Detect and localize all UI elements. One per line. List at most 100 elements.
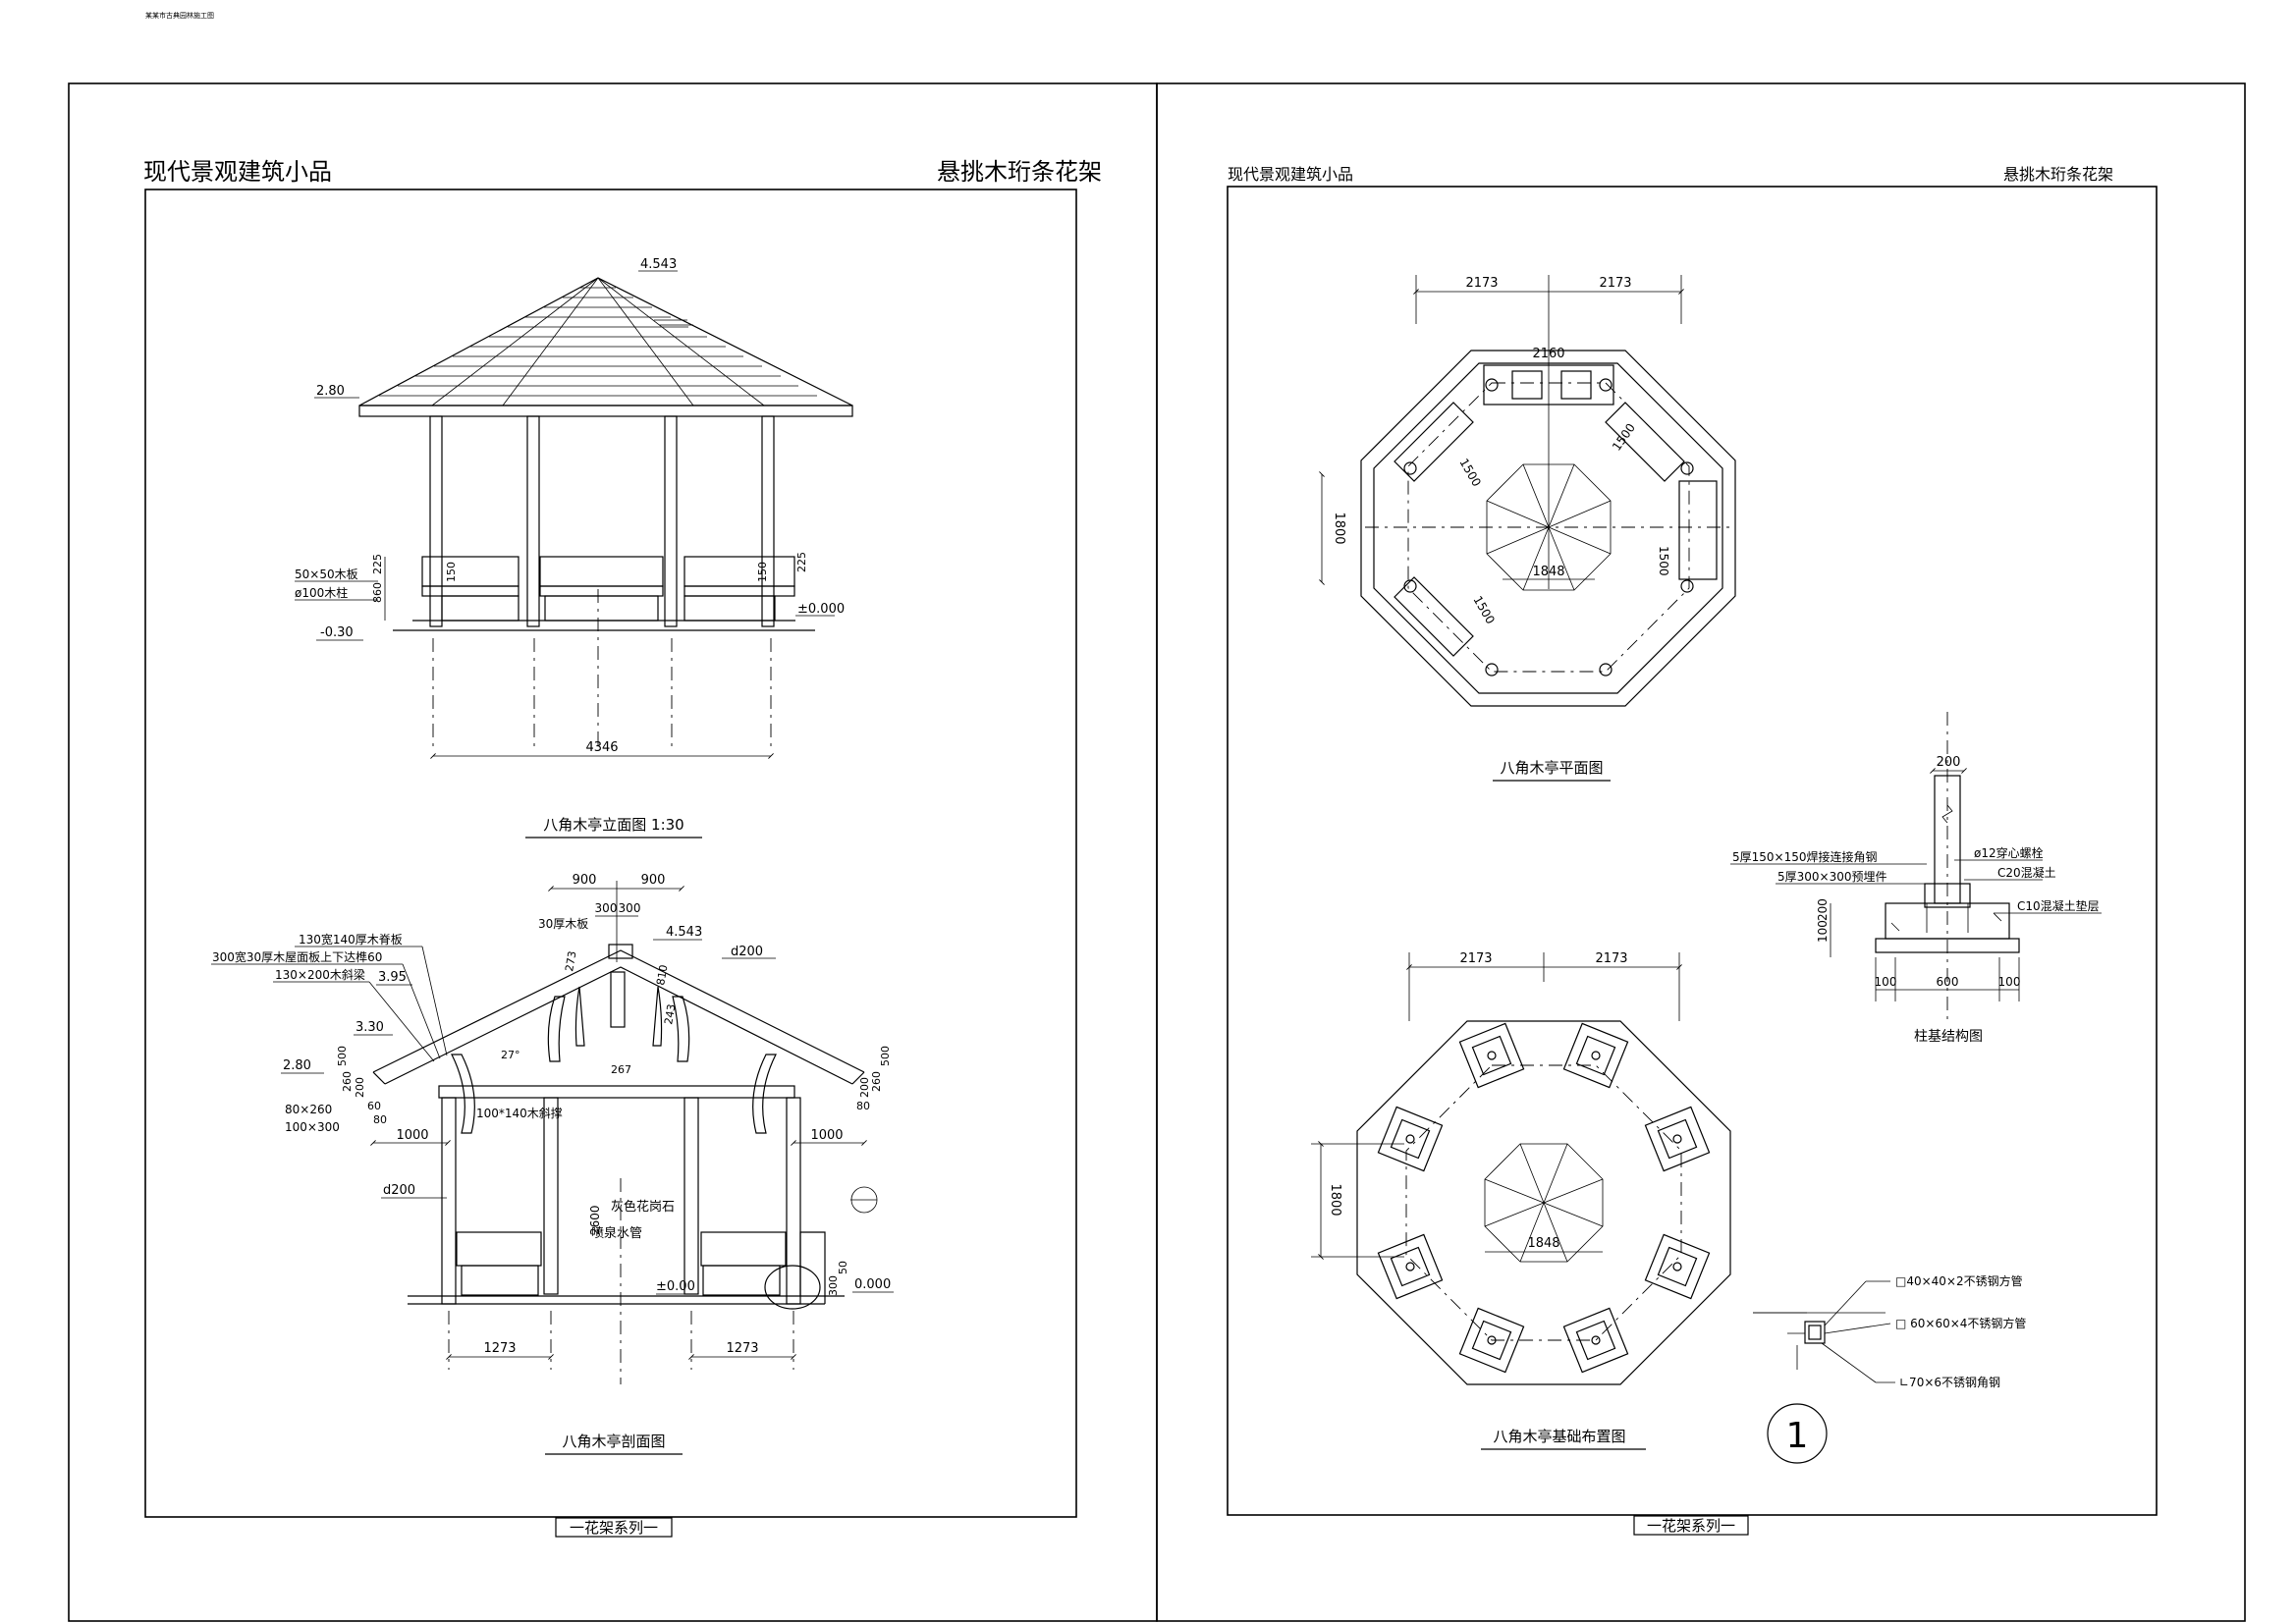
elevation-ground-level: ±0.000 bbox=[797, 602, 845, 617]
right-title: 现代景观建筑小品 bbox=[1228, 165, 1353, 184]
left-title: 现代景观建筑小品 bbox=[143, 158, 332, 186]
section-top-dim-left: 900 bbox=[573, 873, 597, 888]
footing-bottom-dim-2: 600 bbox=[1937, 975, 1959, 989]
section-marker-number: 1 bbox=[1786, 1416, 1809, 1456]
elevation-base-level: -0.30 bbox=[320, 625, 354, 640]
elevation-dim-right-1: 150 bbox=[756, 562, 769, 582]
footing-note-4: C20混凝土 bbox=[1997, 865, 2056, 880]
section-view: 900 900 300 300 bbox=[211, 873, 894, 1455]
right-outer-frame bbox=[1156, 82, 2246, 1622]
plan-top-dim-right: 2173 bbox=[1599, 276, 1631, 291]
section-side-dim-5: 80 bbox=[373, 1113, 387, 1126]
footing-left-dim-1: 100 bbox=[1816, 920, 1830, 943]
section-note-ridge: 130宽140厚木脊板 bbox=[299, 932, 403, 947]
plan-inner-octagon bbox=[1373, 362, 1723, 694]
left-sheet: 现代景观建筑小品 悬挑木珩条花架 一花架系列一 bbox=[143, 158, 1102, 1538]
steel-note-3: ∟70×6不锈钢角钢 bbox=[1899, 1376, 2000, 1389]
elevation-columns bbox=[429, 415, 775, 627]
elevation-benches bbox=[421, 556, 795, 622]
roof-hatching bbox=[379, 277, 817, 406]
footing-caption: 柱基结构图 bbox=[1914, 1028, 1983, 1045]
section-note-pipe: 喷泉水管 bbox=[591, 1225, 642, 1241]
plan-view: 2173 2173 bbox=[1319, 275, 1736, 782]
section-bottom-dim-left: 1273 bbox=[483, 1341, 516, 1356]
elevation-dim-left-3: 150 bbox=[445, 562, 458, 582]
plan-column-dots bbox=[1403, 378, 1694, 676]
foundation-dashed-ring bbox=[1405, 1064, 1682, 1341]
foundation-view: 2173 2173 bbox=[1311, 951, 1731, 1450]
section-side-dim-3: 200 bbox=[354, 1077, 366, 1098]
right-subtitle: 悬挑木珩条花架 bbox=[2003, 165, 2113, 184]
left-outer-frame bbox=[68, 82, 1158, 1622]
section-overhang-right: 1000 bbox=[810, 1128, 843, 1143]
section-note-stone: 灰色花岗石 bbox=[611, 1199, 675, 1215]
plan-center-dim: 1848 bbox=[1532, 565, 1564, 579]
plan-bench-length: 2160 bbox=[1532, 347, 1564, 361]
elevation-eave-level: 2.80 bbox=[316, 384, 345, 399]
elevation-note-board: 50×50木板 bbox=[295, 568, 358, 581]
right-inner-frame bbox=[1227, 186, 2158, 1516]
section-detail-circle bbox=[764, 1265, 821, 1310]
foundation-top-dim-right: 2173 bbox=[1595, 951, 1627, 966]
section-ground-level-right: 0.000 bbox=[854, 1277, 891, 1292]
plan-top-dim-left: 2173 bbox=[1465, 276, 1498, 291]
steel-note-1: □40×40×2不锈钢方管 bbox=[1895, 1273, 2023, 1288]
section-marker-circle bbox=[1767, 1403, 1828, 1464]
section-side-dim-8: 200 bbox=[858, 1077, 871, 1098]
elevation-width-dim: 4346 bbox=[585, 740, 618, 755]
section-note-roofboard: 300宽30厚木屋面板上下达榫60 bbox=[212, 949, 382, 964]
section-ridge-dim-left: 300 bbox=[595, 901, 618, 915]
section-bottom-dim-right: 1273 bbox=[726, 1341, 758, 1356]
section-level-395: 3.95 bbox=[378, 970, 407, 985]
foundation-column-dots bbox=[1405, 1051, 1682, 1345]
elevation-note-column: ø100木柱 bbox=[295, 585, 348, 600]
plan-caption: 八角木亭平面图 bbox=[1500, 759, 1603, 777]
section-small-dim-2: 810 bbox=[654, 964, 670, 987]
plan-benches bbox=[1394, 364, 1718, 657]
section-center-dim: 267 bbox=[611, 1063, 631, 1076]
steel-tube bbox=[1804, 1321, 1826, 1344]
section-side-dim-4: 60 bbox=[367, 1100, 381, 1112]
footing-note-3: ø12穿心螺栓 bbox=[1974, 845, 2044, 860]
elevation-top-level: 4.543 bbox=[640, 257, 677, 272]
right-footer-box bbox=[1633, 1515, 1749, 1536]
elevation-dim-left-2: 860 bbox=[371, 582, 384, 603]
outer-frames bbox=[68, 82, 2246, 1622]
elevation-centerlines bbox=[432, 589, 772, 746]
foundation-left-dim: 1800 bbox=[1328, 1183, 1342, 1216]
section-ground-level: ±0.00 bbox=[656, 1279, 695, 1294]
tiny-header-note: 某某市古典园林施工图 bbox=[145, 11, 214, 20]
foundation-outer-octagon bbox=[1356, 1020, 1731, 1385]
section-ridge-dim-right: 300 bbox=[619, 901, 641, 915]
steel-note-2: □ 60×60×4不锈钢方管 bbox=[1895, 1316, 2026, 1330]
elevation-caption: 八角木亭立面图 1:30 bbox=[543, 816, 683, 834]
left-footer-box bbox=[555, 1517, 673, 1538]
section-roof bbox=[372, 944, 865, 1085]
section-note-strut: 100*140木斜撑 bbox=[476, 1106, 563, 1120]
section-top-dim-right: 900 bbox=[641, 873, 666, 888]
foundation-caption: 八角木亭基础布置图 bbox=[1493, 1428, 1625, 1445]
footing-note-5: C10混凝土垫层 bbox=[2017, 898, 2100, 913]
footing-pad bbox=[1875, 938, 2020, 953]
foundation-center-dim: 1848 bbox=[1527, 1236, 1559, 1251]
section-side-dim-9: 80 bbox=[856, 1100, 870, 1112]
left-footer-label: 一花架系列一 bbox=[570, 1519, 658, 1537]
section-small-dim-3: 243 bbox=[662, 1003, 678, 1026]
section-side-dim-7: 260 bbox=[870, 1071, 883, 1092]
section-height-dim: 2600 bbox=[588, 1205, 602, 1235]
right-footer-label: 一花架系列一 bbox=[1647, 1517, 1735, 1535]
plan-bench-dim-1: 1500 bbox=[1456, 457, 1483, 489]
section-beam-size-1: 80×260 bbox=[285, 1103, 332, 1116]
section-level-280: 2.80 bbox=[283, 1058, 311, 1073]
plan-bench-dim-2: 1500 bbox=[1610, 421, 1638, 454]
section-columns bbox=[441, 1097, 801, 1305]
section-overhang-left: 1000 bbox=[396, 1128, 428, 1143]
right-sheet: 现代景观建筑小品 悬挑木珩条花架 一花架系列一 2173 2173 bbox=[1227, 165, 2158, 1536]
section-top-level: 4.543 bbox=[666, 925, 702, 940]
footing-left-dim-2: 200 bbox=[1816, 898, 1830, 921]
section-caption: 八角木亭剖面图 bbox=[562, 1433, 665, 1450]
left-inner-frame bbox=[144, 189, 1077, 1518]
section-benches bbox=[456, 1231, 787, 1296]
footing-note-1: 5厚150×150焊接连接角钢 bbox=[1732, 849, 1878, 864]
